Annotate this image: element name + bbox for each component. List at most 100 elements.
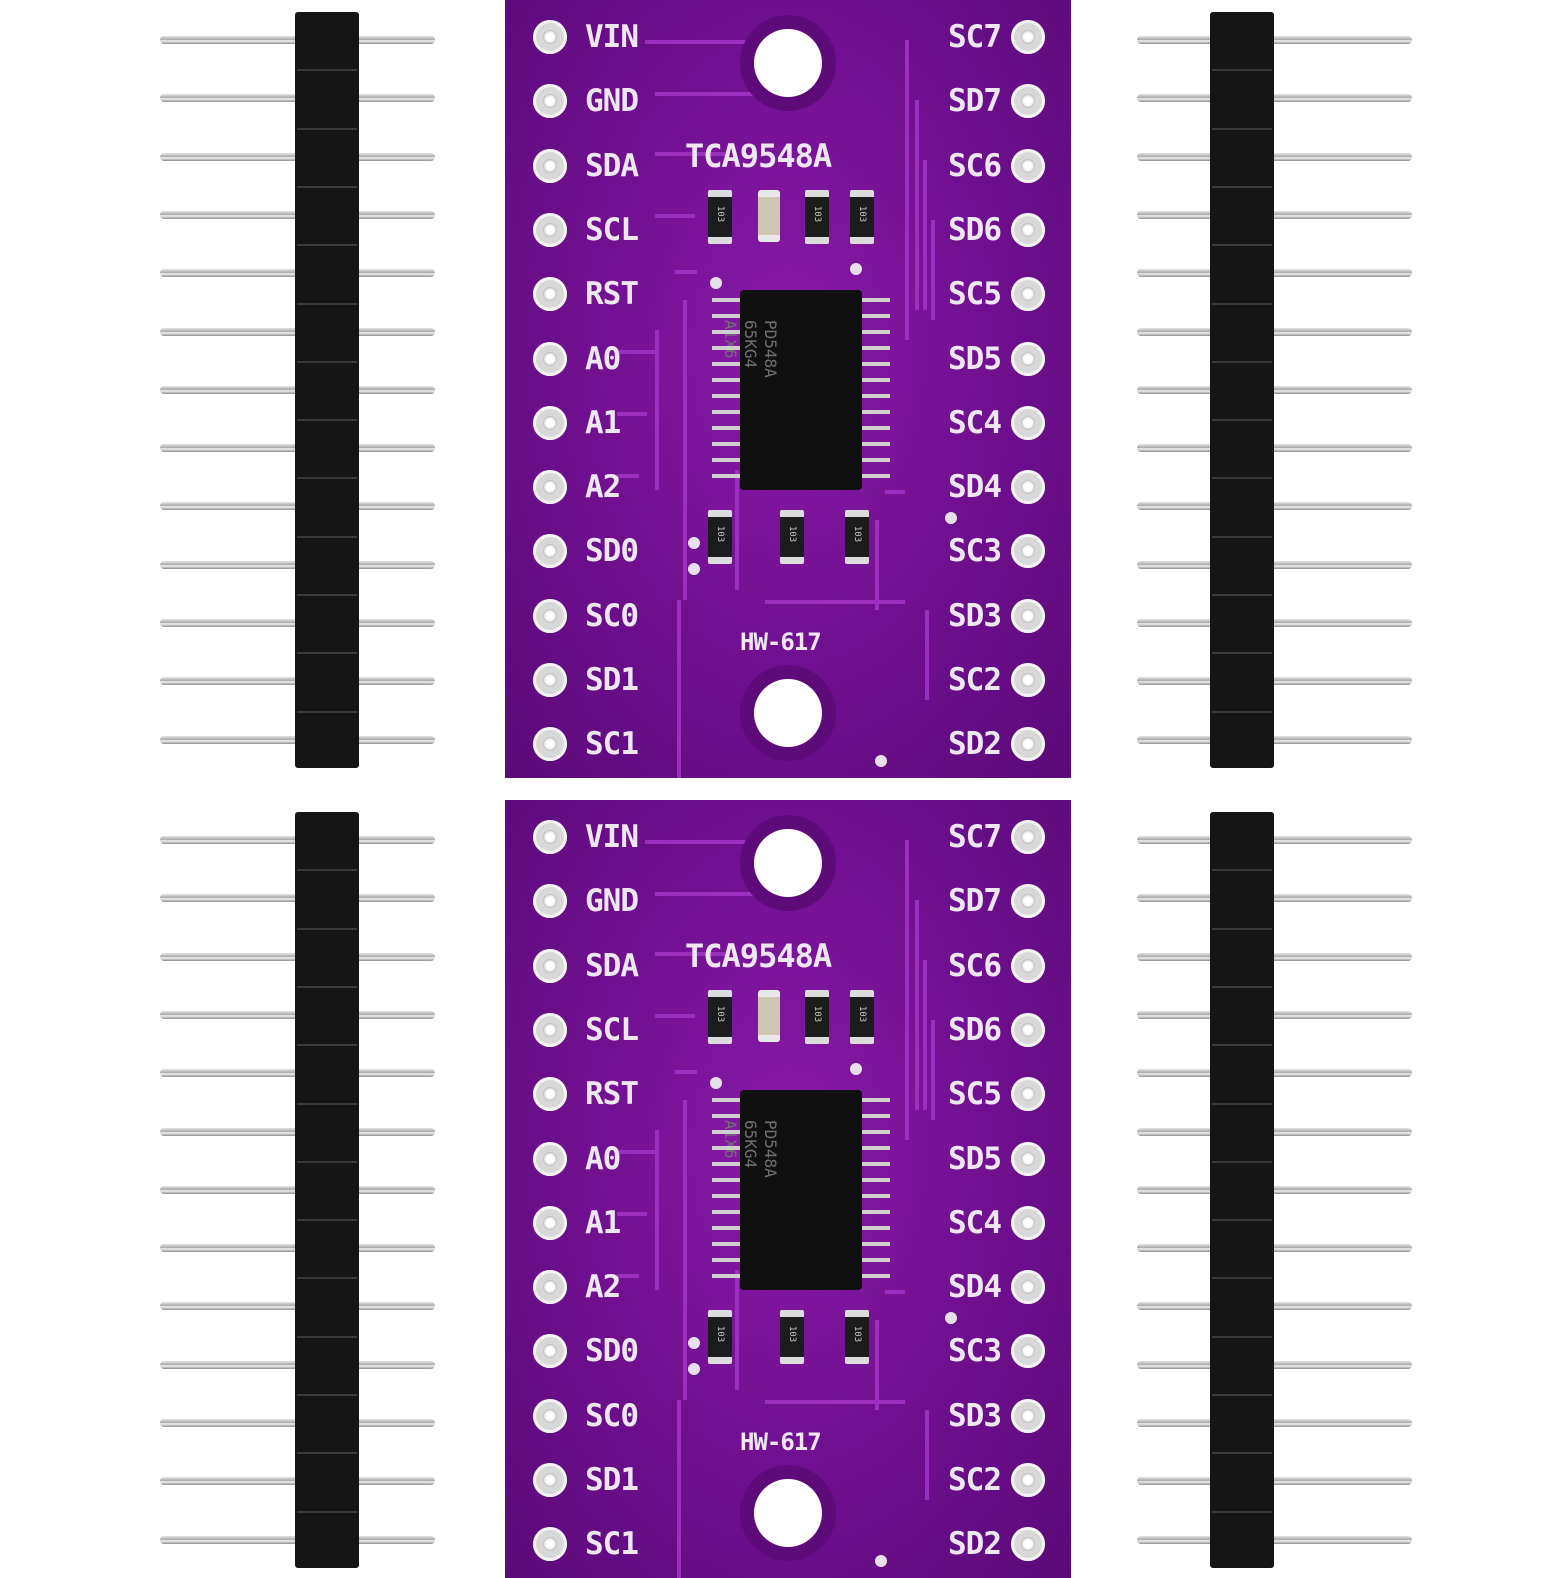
header-pin — [1137, 1477, 1412, 1486]
solder-pad — [533, 1334, 567, 1369]
pin-label: SD4 — [948, 1269, 1002, 1306]
pin-label: SC7 — [948, 819, 1002, 855]
pin-label: SDA — [585, 147, 639, 184]
pcb-trace — [885, 1290, 905, 1294]
pin-label: RST — [585, 276, 639, 313]
header-segment — [297, 710, 357, 713]
pin-label: SC0 — [585, 597, 639, 634]
resistor-code: 103 — [857, 205, 868, 223]
pcb-trace — [885, 490, 905, 494]
solder-pad — [533, 1463, 567, 1497]
pin-header — [160, 812, 435, 1570]
via — [710, 1077, 722, 1089]
header-segment — [1212, 185, 1272, 188]
resistor-code: 103 — [787, 1325, 798, 1343]
resistor: 103 — [780, 510, 804, 564]
solder-pad — [1011, 1270, 1045, 1305]
ic-leg — [862, 474, 890, 478]
header-pin — [1137, 1069, 1412, 1078]
ic-leg — [712, 458, 740, 462]
header-segment — [1212, 1335, 1272, 1338]
pin-label: GND — [585, 83, 639, 120]
via — [945, 1312, 957, 1324]
pcb-trace — [677, 1400, 681, 1578]
pin-label: SC6 — [948, 947, 1002, 984]
pcb-trace — [655, 152, 725, 156]
header-pin — [1137, 1419, 1412, 1427]
pin-label: RST — [585, 1076, 639, 1113]
pin-label: SC2 — [948, 662, 1002, 698]
header-pin — [1137, 1360, 1412, 1369]
ic-leg — [862, 1210, 890, 1214]
pcb-trace — [677, 600, 681, 778]
resistor: 103 — [708, 510, 732, 564]
header-pin — [1137, 735, 1412, 744]
header-pin — [1137, 952, 1412, 961]
mounting-hole — [740, 15, 836, 111]
via — [688, 563, 700, 575]
ic-leg — [862, 298, 890, 302]
header-segment — [1212, 535, 1272, 538]
ic-leg — [712, 394, 740, 398]
pcb-trace — [915, 900, 919, 1110]
header-pin — [1137, 502, 1412, 511]
solder-pad — [1011, 1527, 1045, 1562]
resistor: 103 — [708, 990, 732, 1044]
solder-pad — [533, 1527, 567, 1562]
header-pin — [1137, 36, 1412, 44]
pin-label: SCL — [585, 1011, 639, 1048]
resistor: 103 — [850, 190, 874, 244]
header-plastic — [1210, 12, 1274, 768]
header-pin — [1137, 327, 1412, 336]
pin-label: VIN — [585, 19, 639, 55]
solder-pad — [533, 727, 567, 762]
pin-label: SC0 — [585, 1397, 639, 1434]
ic-leg — [862, 314, 890, 318]
solder-pad — [533, 884, 567, 919]
header-segment — [1212, 127, 1272, 130]
solder-pad — [1011, 1141, 1045, 1176]
header-segment — [297, 1277, 357, 1280]
pin-header — [1137, 12, 1412, 770]
header-segment — [297, 244, 357, 247]
header-plastic — [1210, 812, 1274, 1568]
pin-label: SD4 — [948, 469, 1002, 506]
mounting-hole — [740, 1465, 836, 1561]
resistor-code: 103 — [787, 525, 798, 543]
header-pin — [1137, 836, 1412, 844]
ic-leg — [712, 1274, 740, 1278]
header-segment — [1212, 1452, 1272, 1455]
resistor: 103 — [780, 1310, 804, 1364]
header-segment — [1212, 1277, 1272, 1280]
pcb-trace — [675, 1070, 697, 1074]
ic-leg — [712, 1146, 740, 1150]
resistor: 103 — [805, 190, 829, 244]
ic-leg — [712, 1098, 740, 1102]
header-pin — [1137, 385, 1412, 394]
header-segment — [297, 360, 357, 363]
solder-pad — [533, 1077, 567, 1112]
header-pin — [1137, 1127, 1412, 1136]
header-segment — [297, 652, 357, 655]
header-pin — [1137, 210, 1412, 219]
solder-pad — [1011, 148, 1045, 183]
header-segment — [297, 419, 357, 422]
header-segment — [297, 185, 357, 188]
pcb-trace — [925, 1410, 929, 1500]
pin-label: SD0 — [585, 1333, 639, 1370]
solder-pad — [1011, 663, 1045, 697]
header-plastic — [295, 812, 359, 1568]
ic-leg — [862, 1258, 890, 1262]
solder-pad — [533, 1205, 567, 1240]
solder-pad — [1011, 1205, 1045, 1240]
header-pin — [1137, 677, 1412, 686]
header-pin — [1137, 1535, 1412, 1544]
pin-label: A2 — [585, 1269, 621, 1306]
solder-pad — [533, 277, 567, 312]
pcb-trace — [645, 840, 745, 844]
via — [875, 755, 887, 767]
pcb-trace — [931, 220, 935, 320]
